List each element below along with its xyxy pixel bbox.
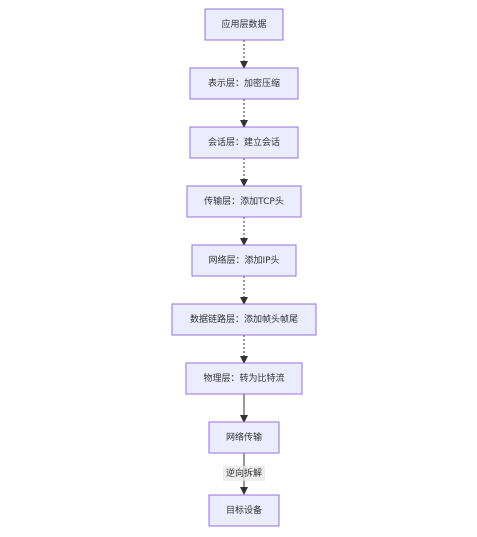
node-app-data[interactable]: 应用层数据 — [204, 8, 284, 41]
node-transport-label: 传输层：添加TCP头 — [204, 195, 284, 207]
node-datalink-label: 数据链路层：添加帧头帧尾 — [190, 313, 298, 325]
node-transmission-label: 网络传输 — [226, 431, 262, 443]
node-datalink[interactable]: 数据链路层：添加帧头帧尾 — [171, 303, 317, 336]
node-network-label: 网络层：添加IP头 — [208, 254, 279, 266]
node-target[interactable]: 目标设备 — [208, 494, 280, 527]
node-transport[interactable]: 传输层：添加TCP头 — [186, 185, 302, 218]
node-presentation-label: 表示层：加密压缩 — [208, 77, 280, 89]
edge-label-text: 逆向拆解 — [226, 467, 262, 479]
nodes: 应用层数据 表示层：加密压缩 会话层：建立会话 传输层：添加TCP头 网络层：添… — [171, 8, 317, 527]
edge-label-reverse: 逆向拆解 — [223, 466, 265, 481]
node-session-label: 会话层：建立会话 — [208, 136, 280, 148]
node-physical-label: 物理层：转为比特流 — [203, 372, 284, 384]
edge-label-background — [223, 466, 265, 481]
node-presentation[interactable]: 表示层：加密压缩 — [189, 67, 299, 100]
node-app-data-label: 应用层数据 — [221, 18, 266, 30]
node-target-label: 目标设备 — [226, 504, 262, 516]
node-transmission[interactable]: 网络传输 — [208, 421, 280, 454]
node-session[interactable]: 会话层：建立会话 — [189, 126, 299, 159]
node-network[interactable]: 网络层：添加IP头 — [191, 244, 297, 277]
node-physical[interactable]: 物理层：转为比特流 — [185, 362, 303, 395]
